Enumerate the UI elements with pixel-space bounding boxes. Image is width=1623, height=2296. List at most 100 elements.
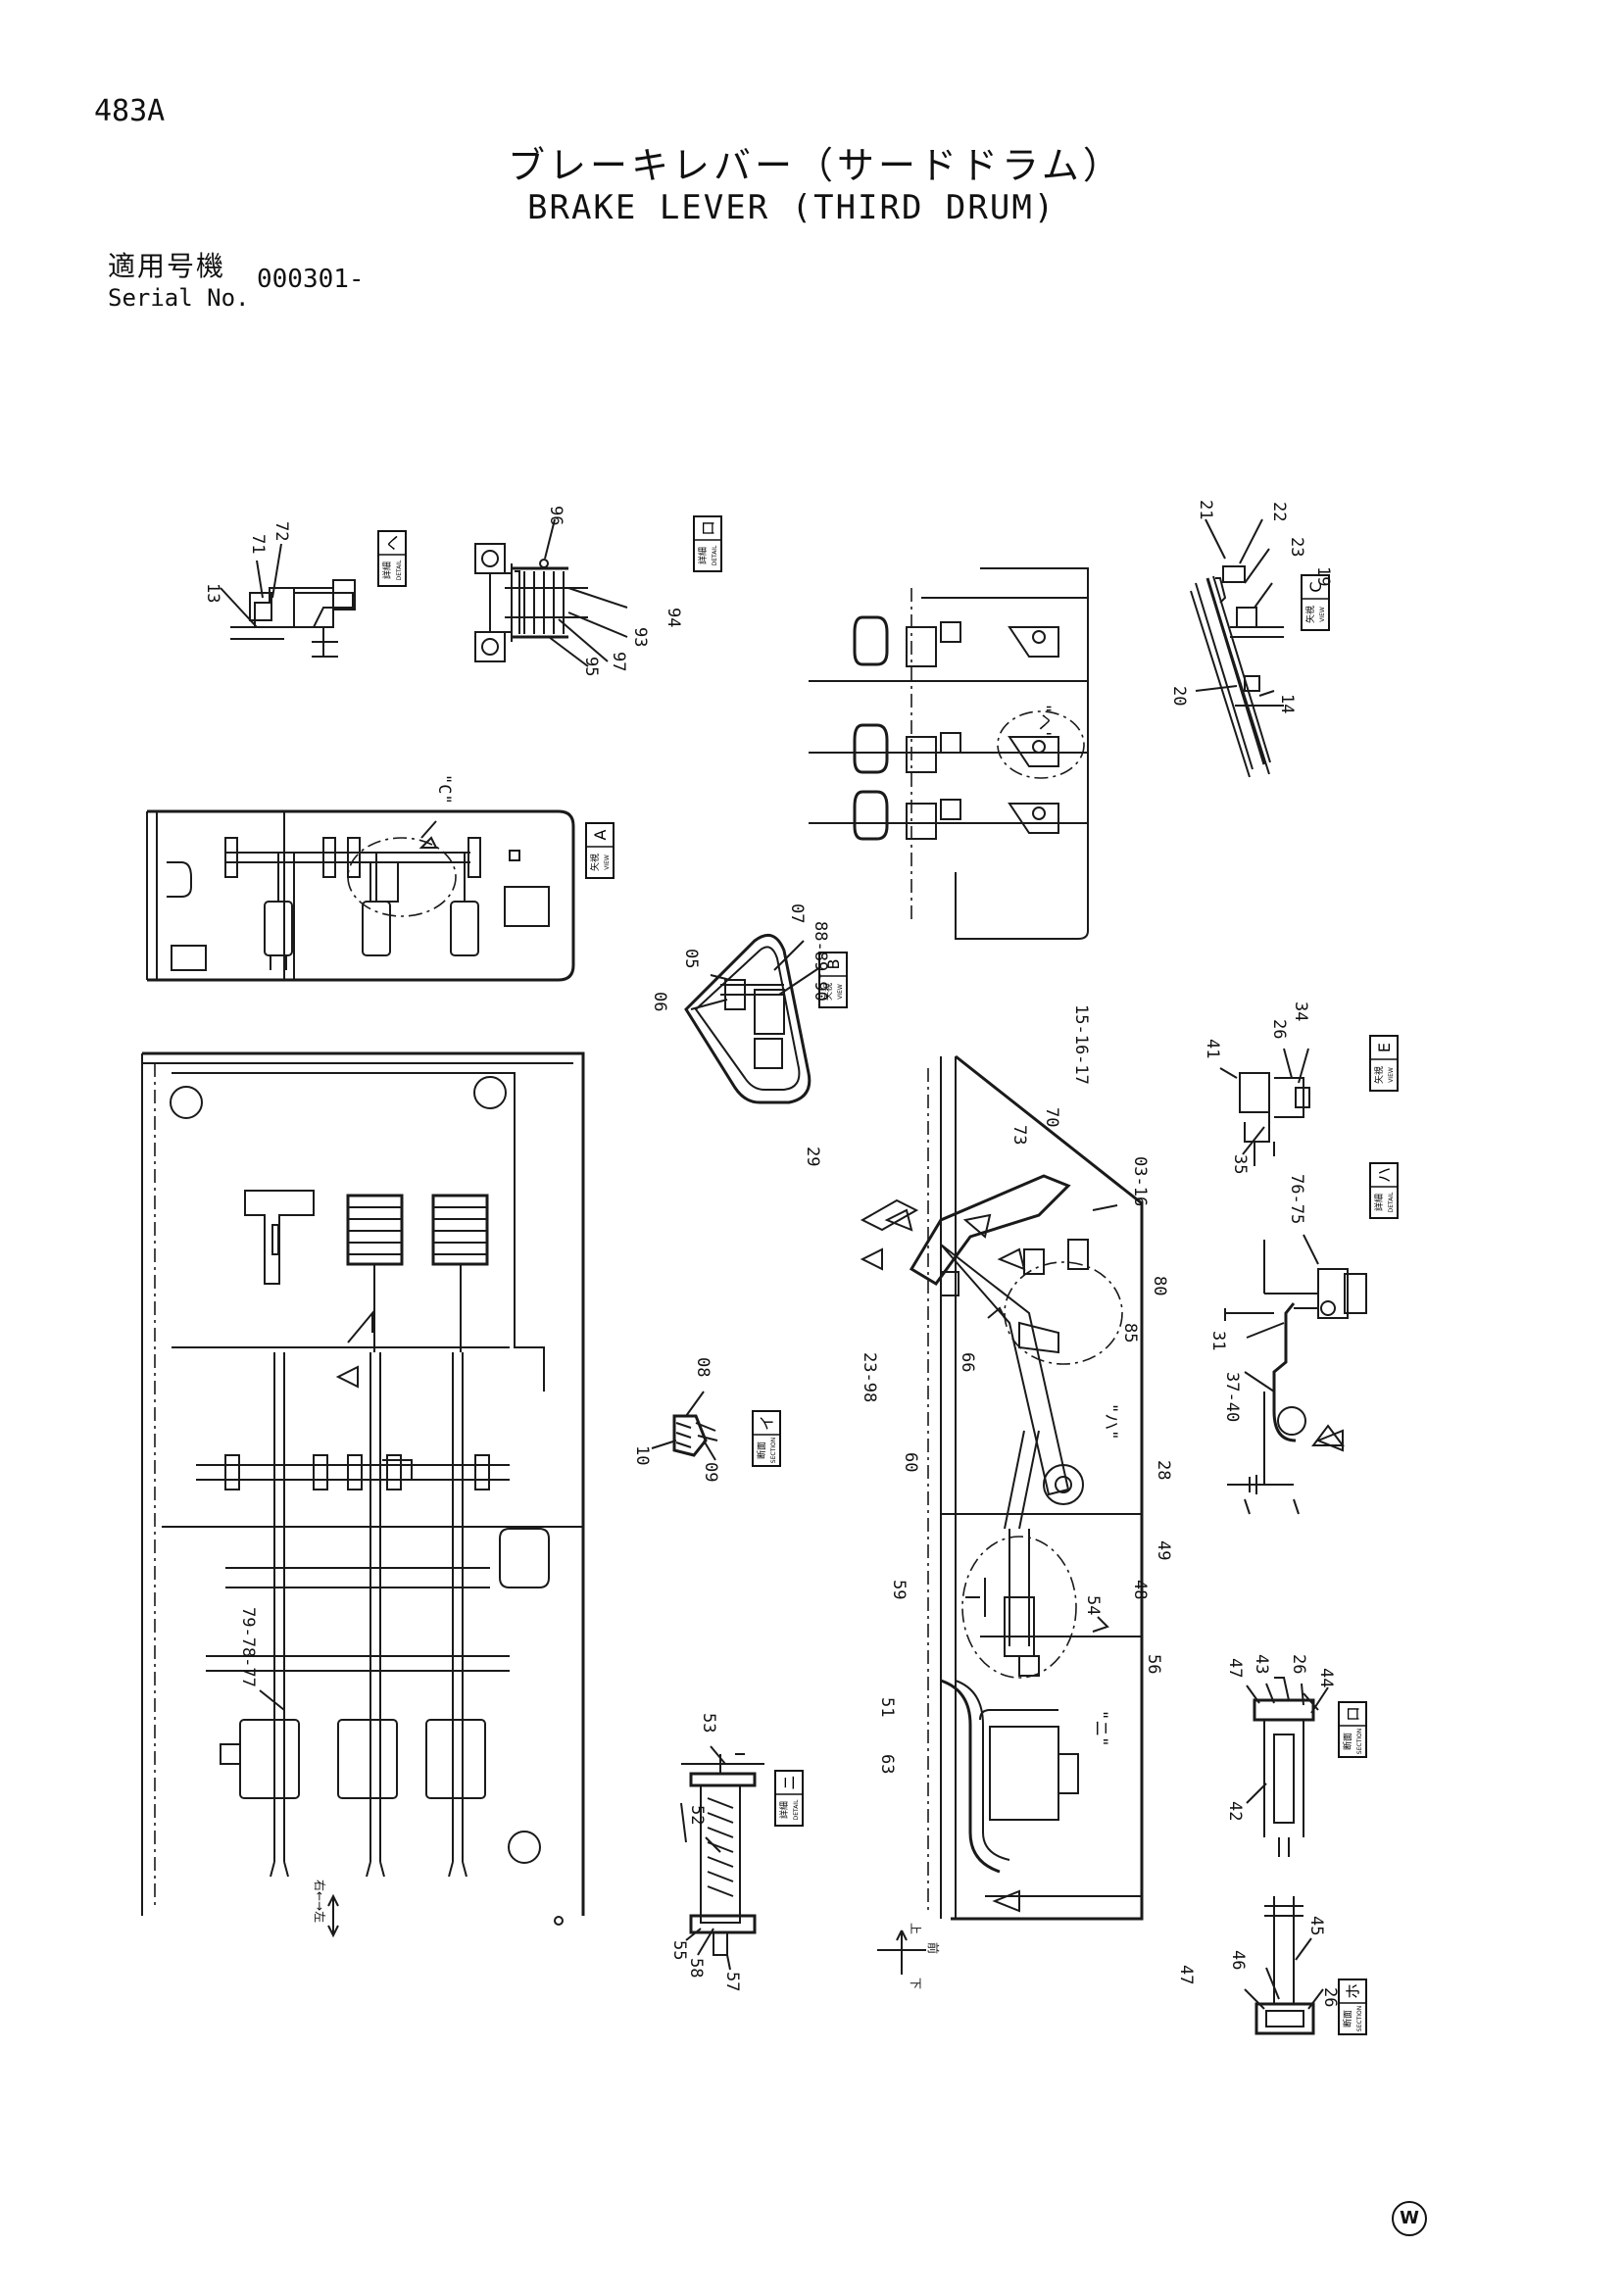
view-tag-english: VIEW (837, 984, 844, 1000)
label-66: 66 (958, 1352, 977, 1372)
label-46: 46 (1228, 1950, 1248, 1970)
section-ro-drawing (1246, 1677, 1329, 1857)
view-tag-key: ロ (1344, 1706, 1362, 1722)
view-tag-box (774, 1770, 804, 1827)
label-93: 93 (630, 627, 650, 647)
label-80: 80 (1150, 1276, 1169, 1295)
view-tag-key: ホ (1344, 1983, 1362, 1999)
view-tag-japanese: 矢視 (589, 854, 601, 871)
label-55: 55 (669, 1940, 689, 1960)
callout-c: "C" (434, 774, 454, 805)
label-26-section-ro: 26 (1289, 1654, 1308, 1674)
label-15-16-17: 15-16-17 (1071, 1004, 1091, 1085)
view-tag-key: ニ (780, 1775, 799, 1790)
view-tag-japanese: 矢視 (822, 983, 834, 1001)
label-95: 95 (581, 657, 601, 676)
label-79-78-77: 79-78-77 (238, 1607, 258, 1687)
direction-left-right: 右←→左 (313, 1880, 327, 1923)
label-85: 85 (1120, 1323, 1140, 1343)
label-10: 10 (632, 1445, 652, 1465)
label-47-section-ro: 47 (1225, 1658, 1245, 1678)
serial-label-english: Serial No. (108, 284, 250, 312)
view-tag-key: ハ (1375, 1167, 1394, 1183)
view-tag-key: ロ (699, 520, 717, 536)
view-a-left-drawing (146, 809, 575, 982)
label-63: 63 (877, 1754, 897, 1774)
label-72: 72 (271, 521, 291, 541)
label-97: 97 (609, 652, 628, 671)
section-i-drawing (651, 1391, 718, 1461)
label-57: 57 (722, 1972, 742, 1991)
label-43: 43 (1252, 1654, 1271, 1674)
callout-he: "ヘ" (1034, 704, 1054, 740)
label-56: 56 (1144, 1654, 1163, 1674)
view-c-drawing (1190, 518, 1284, 778)
view-tag-box (752, 1410, 781, 1467)
manufacturer-logo: W (1392, 2201, 1427, 2236)
view-b-drawing (684, 933, 824, 1104)
direction-front: 前 (926, 1942, 941, 1954)
label-76-75: 76-75 (1287, 1174, 1306, 1224)
label-96: 96 (546, 506, 566, 525)
label-52: 52 (687, 1805, 707, 1825)
view-tag-key: E (1375, 1043, 1394, 1052)
label-44: 44 (1316, 1668, 1336, 1687)
label-26-section-ho: 26 (1320, 1987, 1340, 2007)
serial-value: 000301- (257, 265, 365, 294)
view-tag-japanese: 矢視 (1304, 606, 1316, 623)
page-code: 483A (94, 94, 166, 128)
side-view-drawing (860, 1054, 1144, 1921)
detail-ha-drawing (1224, 1234, 1367, 1515)
direction-up: 上 (909, 1923, 922, 1934)
label-53: 53 (699, 1713, 718, 1733)
label-48: 48 (1130, 1580, 1150, 1599)
label-54: 54 (1083, 1595, 1103, 1615)
callout-ha: "ハ" (1101, 1403, 1120, 1440)
view-tag-english: DETAIL (396, 560, 403, 580)
label-34: 34 (1291, 1001, 1310, 1021)
view-tag-box (1338, 1701, 1367, 1758)
view-tag-box (1369, 1162, 1399, 1219)
view-tag-box (377, 530, 407, 587)
label-71: 71 (248, 534, 268, 554)
view-tag-key: ヘ (383, 535, 402, 551)
view-tag-japanese: 詳細 (1373, 1194, 1385, 1211)
view-tag-japanese: 詳細 (381, 562, 393, 579)
label-22: 22 (1269, 502, 1289, 521)
label-08: 08 (693, 1357, 713, 1377)
label-21: 21 (1196, 500, 1215, 519)
label-09: 09 (701, 1462, 720, 1482)
view-tag-box (1369, 1035, 1399, 1092)
view-tag-box (818, 952, 848, 1008)
detail-ni-drawing (680, 1745, 764, 1971)
view-tag-key: イ (758, 1415, 776, 1431)
section-ho-drawing (1244, 1896, 1324, 2035)
view-tag-japanese: 詳細 (778, 1801, 790, 1819)
label-20: 20 (1169, 686, 1189, 706)
label-31: 31 (1208, 1331, 1228, 1350)
view-arrows (335, 1208, 1344, 1913)
view-tag-english: SECTION (1356, 2006, 1363, 2031)
callout-ni: "ニ" (1091, 1710, 1110, 1746)
direction-down: 下 (909, 1978, 922, 1989)
view-tag-english: VIEW (1388, 1067, 1395, 1083)
label-29: 29 (803, 1147, 822, 1166)
title-japanese: ブレーキレバー（サードドラム） (508, 144, 1124, 187)
view-tag-key: A (591, 829, 610, 840)
label-06: 06 (650, 992, 669, 1011)
label-07: 07 (787, 904, 807, 923)
label-58: 58 (686, 1958, 706, 1978)
detail-ro-top-drawing (474, 518, 628, 667)
view-tag-key: B (824, 959, 843, 970)
view-tag-english: VIEW (604, 855, 611, 870)
